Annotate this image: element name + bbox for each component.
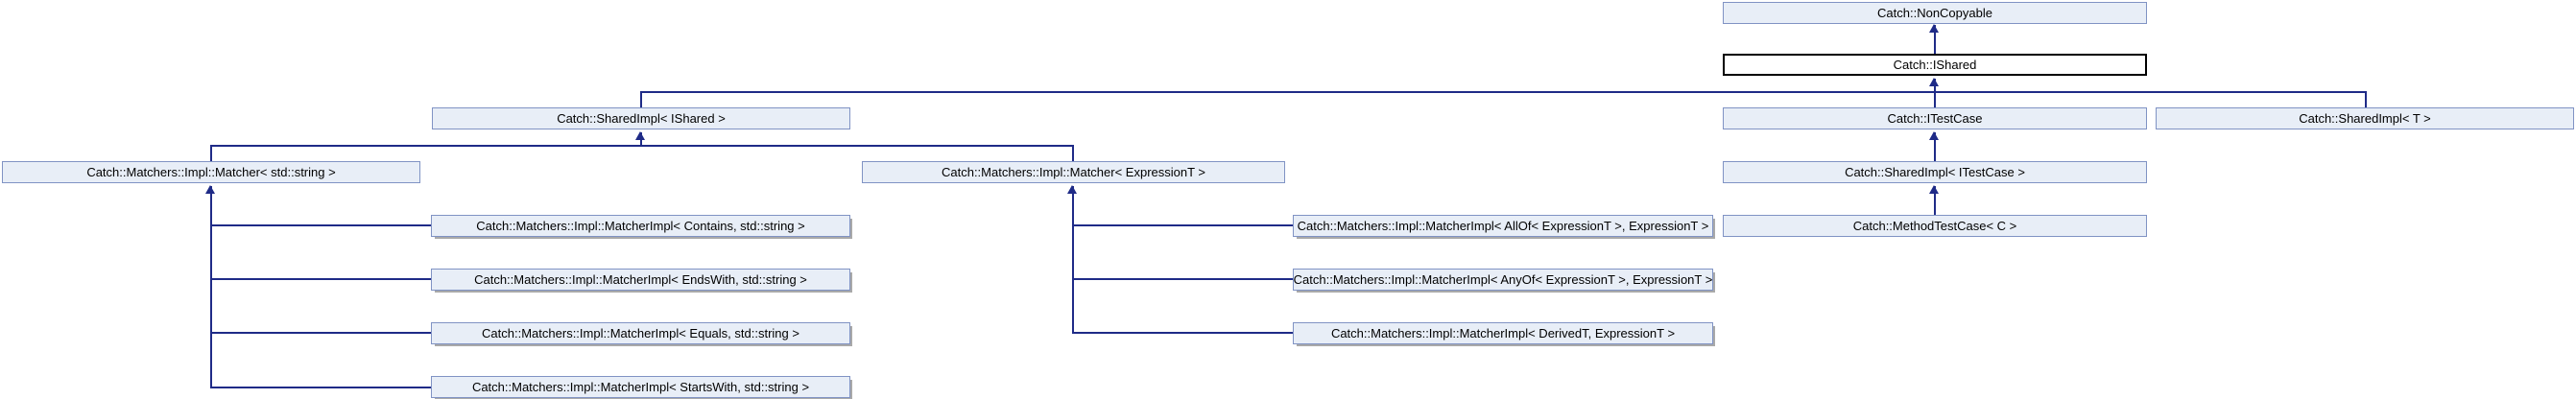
edge-branch-endswith <box>210 278 431 280</box>
edge-branch-startswith <box>210 387 431 388</box>
arrowhead-up-sharedimpl-itestcase-icon <box>1929 185 1939 194</box>
node-catch-itestcase[interactable]: Catch::ITestCase <box>1723 107 2147 129</box>
edge-branch-derivedt <box>1072 332 1293 334</box>
node-matcherimpl-derivedt[interactable]: Catch::Matchers::Impl::MatcherImpl< Deri… <box>1293 322 1713 344</box>
arrowhead-up-noncopyable-icon <box>1929 24 1939 33</box>
edge-ishared-children-bus <box>640 91 2367 93</box>
arrowhead-up-matcher-std-string-icon <box>205 185 215 194</box>
node-matcherimpl-contains[interactable]: Catch::Matchers::Impl::MatcherImpl< Cont… <box>431 215 850 237</box>
edge-matcher-bus <box>210 145 1074 147</box>
edge-trunk-matcher-expressiont <box>1072 186 1074 334</box>
edge-branch-anyof <box>1072 278 1293 280</box>
arrowhead-up-itestcase-icon <box>1929 131 1939 140</box>
edge-drop-sharedimpl-ishared <box>640 91 642 107</box>
node-catch-methodtestcase-c[interactable]: Catch::MethodTestCase< C > <box>1723 215 2147 237</box>
node-catch-noncopyable[interactable]: Catch::NonCopyable <box>1723 2 2147 24</box>
edge-sharedimpl-itestcase-to-itestcase <box>1934 132 1936 161</box>
edge-trunk-matcher-std-string <box>210 186 212 388</box>
arrowhead-up-ishared-icon <box>1929 78 1939 86</box>
edge-drop-sharedimpl-t <box>2365 91 2367 107</box>
node-matcherimpl-startswith[interactable]: Catch::Matchers::Impl::MatcherImpl< Star… <box>431 376 850 398</box>
node-catch-ishared: Catch::IShared <box>1723 54 2147 76</box>
edge-branch-allof <box>1072 224 1293 226</box>
node-catch-sharedimpl-itestcase[interactable]: Catch::SharedImpl< ITestCase > <box>1723 161 2147 183</box>
edge-branch-contains <box>210 224 431 226</box>
node-catch-sharedimpl-t[interactable]: Catch::SharedImpl< T > <box>2156 107 2574 129</box>
node-matcher-std-string[interactable]: Catch::Matchers::Impl::Matcher< std::str… <box>2 161 420 183</box>
arrowhead-up-sharedimpl-ishared-icon <box>635 131 645 140</box>
node-matcher-expressiont[interactable]: Catch::Matchers::Impl::Matcher< Expressi… <box>862 161 1285 183</box>
edge-branch-equals <box>210 332 431 334</box>
edge-methodtestcase-to-sharedimpl-itestcase <box>1934 186 1936 215</box>
node-matcherimpl-allof[interactable]: Catch::Matchers::Impl::MatcherImpl< AllO… <box>1293 215 1713 237</box>
edge-drop-itestcase <box>1934 91 1936 107</box>
edge-drop-matcher-expressiont <box>1072 145 1074 161</box>
node-matcherimpl-endswith[interactable]: Catch::Matchers::Impl::MatcherImpl< Ends… <box>431 269 850 291</box>
node-catch-sharedimpl-ishared[interactable]: Catch::SharedImpl< IShared > <box>432 107 850 129</box>
arrowhead-up-matcher-expressiont-icon <box>1067 185 1077 194</box>
edge-drop-matcher-std-string <box>210 145 212 161</box>
node-matcherimpl-anyof[interactable]: Catch::Matchers::Impl::MatcherImpl< AnyO… <box>1293 269 1713 291</box>
edge-ishared-to-noncopyable <box>1934 25 1936 54</box>
node-matcherimpl-equals[interactable]: Catch::Matchers::Impl::MatcherImpl< Equa… <box>431 322 850 344</box>
